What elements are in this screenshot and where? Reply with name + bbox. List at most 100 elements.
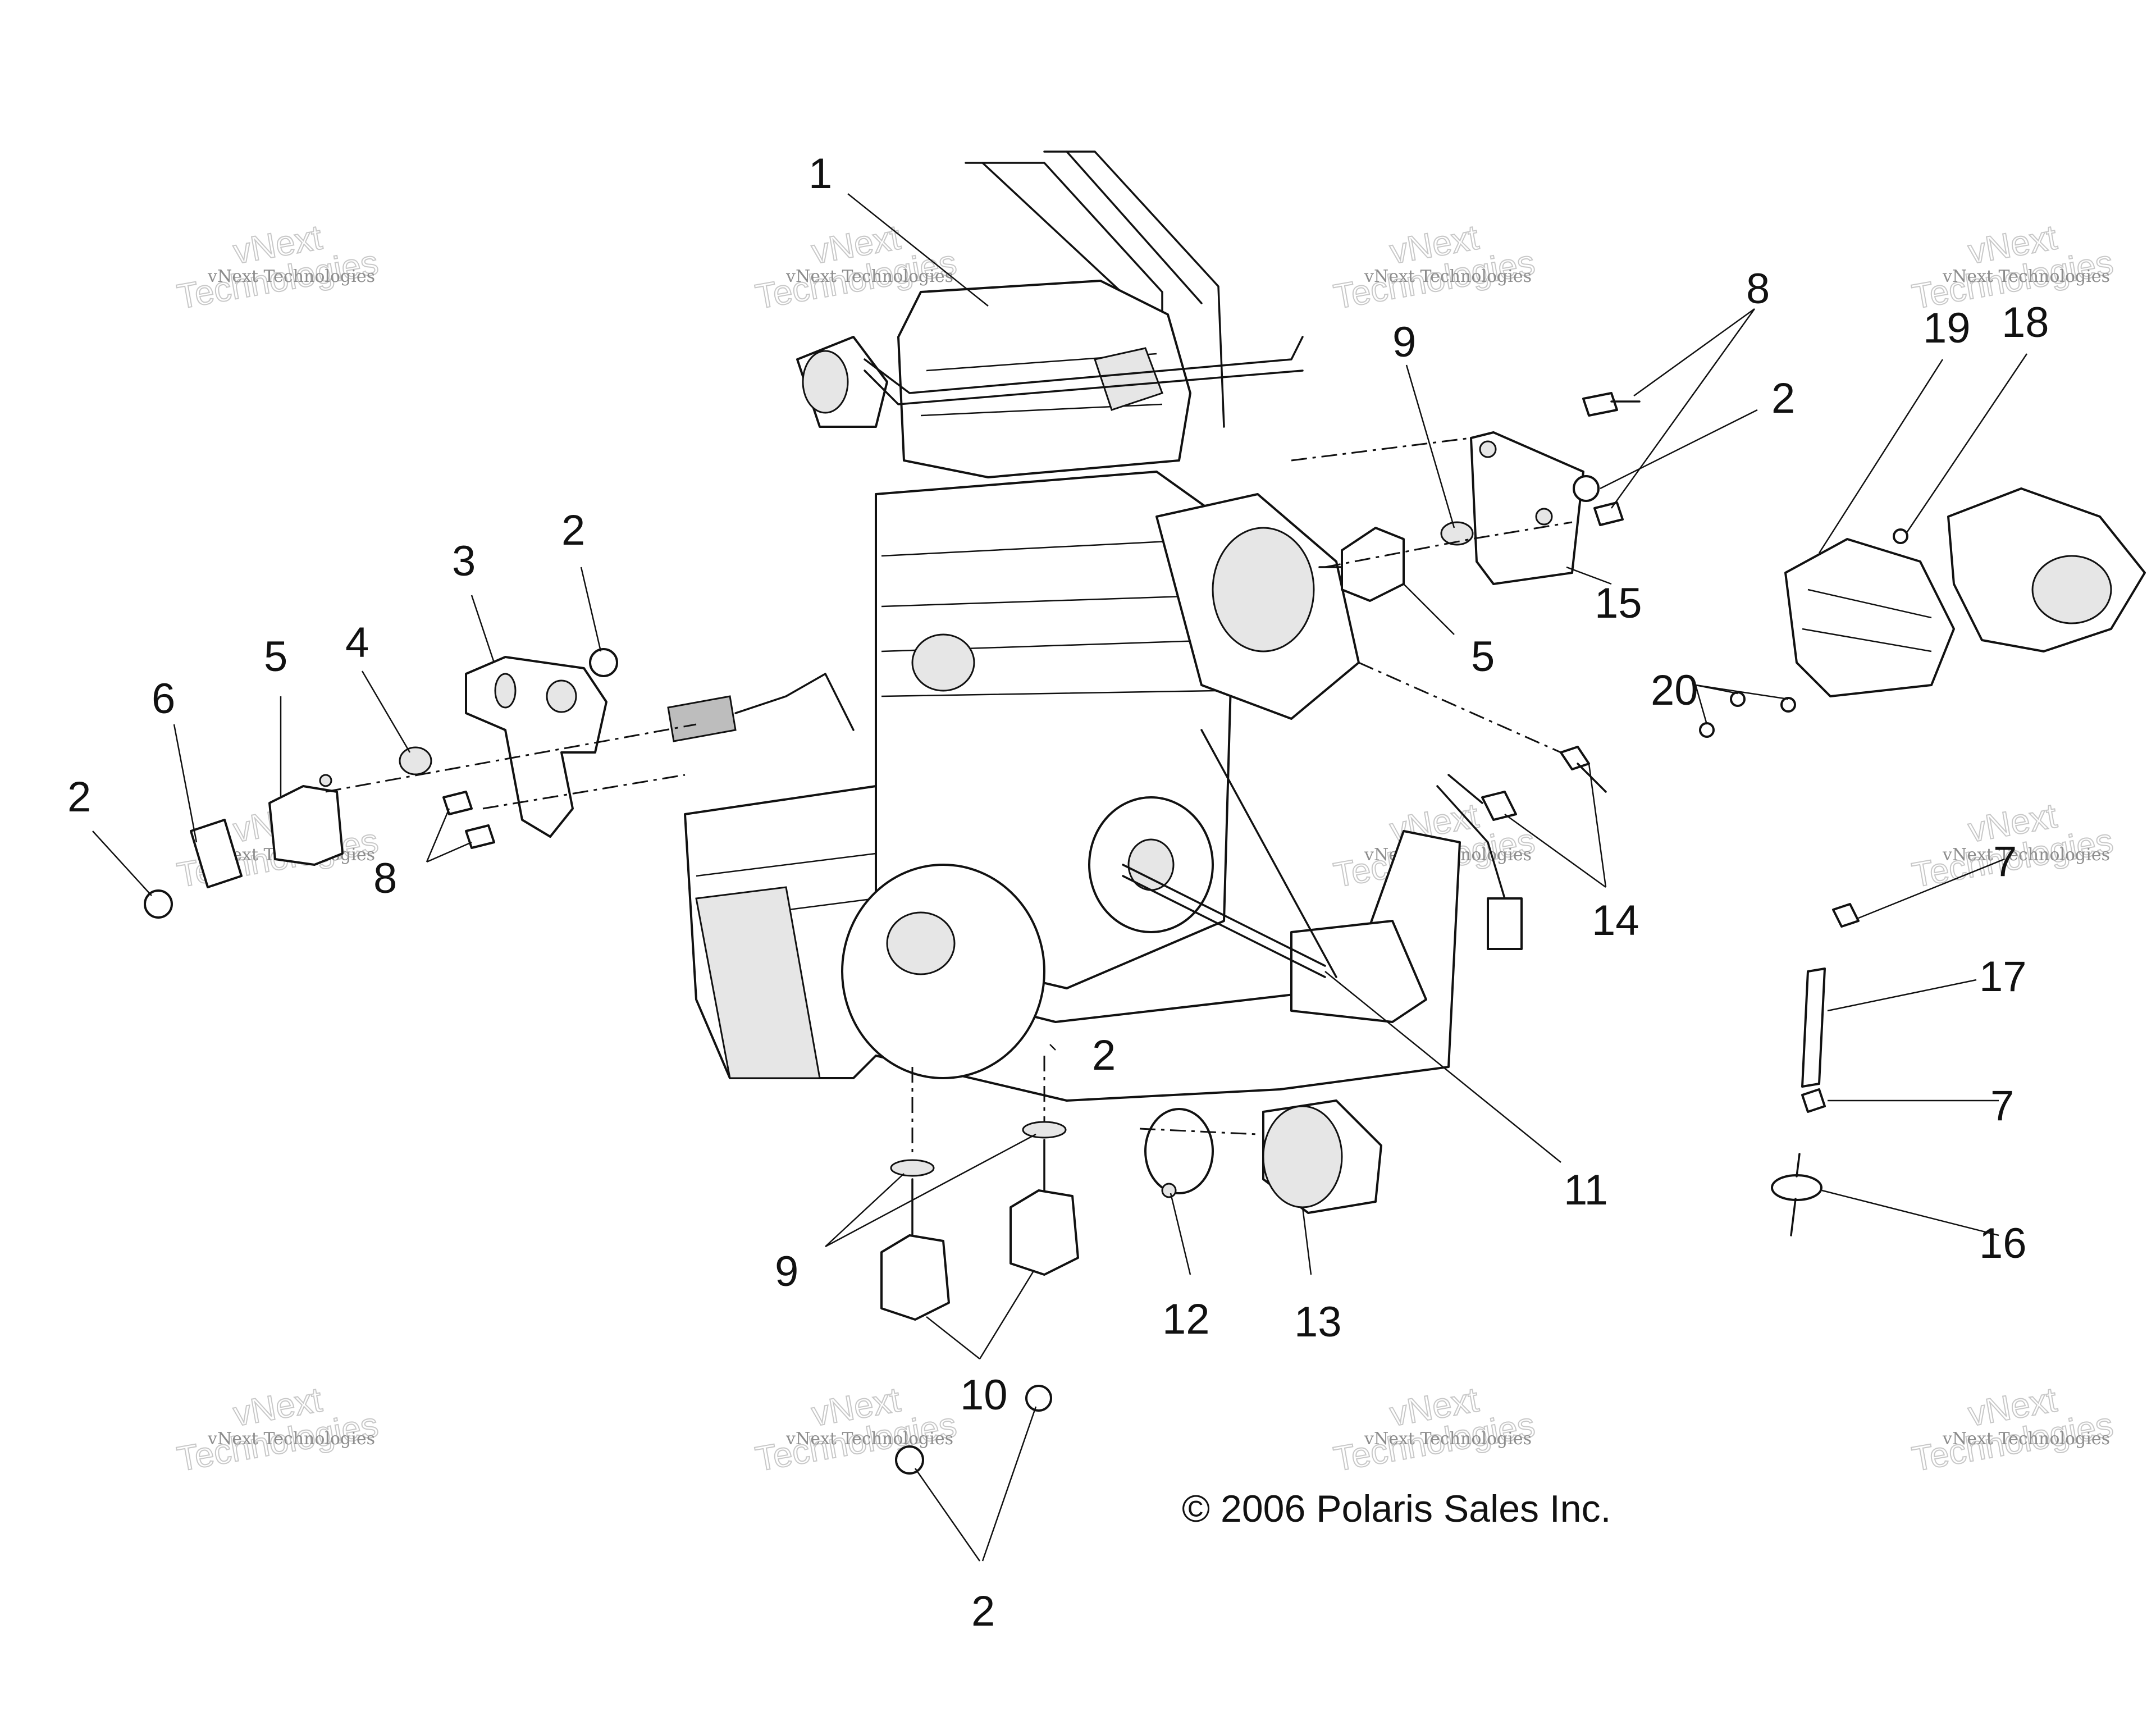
throttle-bore (1212, 527, 1315, 652)
throttle-housing-group (1699, 487, 2146, 738)
bolt-shank (1577, 763, 1607, 793)
engine-assembly (667, 150, 1523, 1102)
bolt-14b (1481, 791, 1517, 821)
alignment-line (325, 723, 697, 793)
leader-9b (825, 1173, 905, 1247)
washer-9-a (890, 1159, 935, 1177)
clamp-screw (1161, 1183, 1177, 1198)
callout-13: 13 (1294, 1298, 1342, 1346)
cap-7-top (1832, 903, 1860, 928)
bolt-8-lower (1593, 501, 1624, 526)
bracket-hole (546, 679, 577, 713)
leader-8a (1633, 308, 1755, 397)
leader-2e (914, 1468, 981, 1562)
bracket-hole (1479, 440, 1497, 458)
leader-5a (1403, 583, 1455, 635)
callout-9: 9 (1392, 318, 1416, 366)
fuel-rail-edge (864, 369, 1304, 405)
nut-2-left (144, 889, 173, 919)
mount-bracket-15 (1470, 431, 1584, 585)
throttle-cable (1200, 729, 1337, 978)
leader-2b (580, 567, 602, 652)
bolt-8-top (1582, 392, 1618, 417)
alignment-line (1358, 661, 1561, 754)
cover-rib (1802, 588, 1932, 652)
leader-12 (1170, 1193, 1191, 1275)
leader-10 (926, 1316, 980, 1359)
leader-11 (1324, 971, 1561, 1163)
bolt-8-left-b (465, 824, 495, 849)
copyright-notice: © 2006 Polaris Sales Inc. (1182, 1487, 1611, 1530)
mount-isolator-10-a (880, 1234, 950, 1321)
leader-20 (1694, 684, 1708, 725)
leader-6 (173, 724, 198, 843)
callout-8: 8 (373, 855, 397, 902)
intake-opening (802, 350, 849, 414)
leader-2a (1600, 409, 1758, 490)
cylinder-fins (881, 538, 1219, 697)
svg-text:vNext Technologies: vNext Technologies (1364, 267, 1532, 286)
leader-20 (1695, 684, 1789, 700)
bolt-8-left-a (442, 791, 473, 815)
callout-9: 9 (775, 1248, 798, 1295)
callout-5: 5 (1471, 633, 1495, 681)
leader-8b (426, 808, 450, 862)
starter (1290, 920, 1427, 1023)
right-mount-group (1291, 392, 1641, 821)
callout-14: 14 (1592, 897, 1639, 944)
leader-14 (1588, 763, 1607, 888)
callout-7: 7 (1990, 1082, 2014, 1130)
leader-7a (1858, 858, 2005, 919)
leader-15 (1566, 566, 1612, 585)
callout-7: 7 (1993, 838, 2017, 886)
watermark: vNext Technologies vNext Technologies (1330, 217, 1538, 317)
svg-text:vNext Technologies: vNext Technologies (785, 1429, 953, 1449)
alignment-line (1324, 521, 1573, 568)
callout-12: 12 (1162, 1295, 1210, 1343)
leader-lines (92, 193, 2028, 1562)
svg-text:vNext Technologies: vNext Technologies (207, 267, 375, 286)
watermark: vNext Technologies vNext Technologies (173, 217, 381, 317)
bolt-shank (1447, 774, 1483, 804)
housing-bore (2031, 555, 2112, 624)
callout-15: 15 (1595, 579, 1642, 627)
bracket-slot (494, 673, 517, 709)
leader-8b (426, 841, 472, 863)
leader-10 (979, 1271, 1034, 1359)
harness-wire (1436, 785, 1506, 900)
svg-text:vNext Technologies: vNext Technologies (1364, 1429, 1532, 1449)
callout-2: 2 (67, 773, 91, 821)
screw-20a (1699, 722, 1715, 738)
right-small-parts-group (1771, 903, 1860, 1236)
fuel-rail (864, 336, 1304, 394)
leader-2d (1049, 1044, 1056, 1051)
svg-text:vNext Technologies: vNext Technologies (1942, 1429, 2110, 1449)
leader-3 (471, 595, 495, 663)
sensor-connector (667, 695, 737, 742)
callout-11: 11 (1564, 1166, 1608, 1214)
mount-isolator-5-left (268, 785, 344, 866)
left-mount-group (144, 648, 697, 919)
spark-port (911, 633, 975, 692)
leader-4 (361, 670, 411, 753)
washer-4 (399, 746, 432, 775)
callout-20: 20 (1651, 667, 1698, 714)
callout-10: 10 (960, 1371, 1008, 1419)
coil-connector (1094, 347, 1163, 411)
leader-14 (1504, 813, 1606, 888)
screw-20b (1730, 691, 1746, 707)
stator-cover (841, 864, 1045, 1079)
callout-18: 18 (2002, 299, 2049, 346)
retainer-6 (190, 819, 243, 888)
leader-9a (1405, 364, 1455, 528)
leader-2c (92, 830, 152, 896)
watermark: vNext Technologies vNext Technologies (1908, 1380, 2116, 1479)
leader-1 (847, 193, 989, 307)
callout-5: 5 (264, 633, 287, 681)
leader-8a (1610, 308, 1756, 509)
cover-plate-19 (1784, 538, 1955, 697)
stator-hub (886, 911, 956, 975)
grommet-16 (1771, 1174, 1822, 1201)
